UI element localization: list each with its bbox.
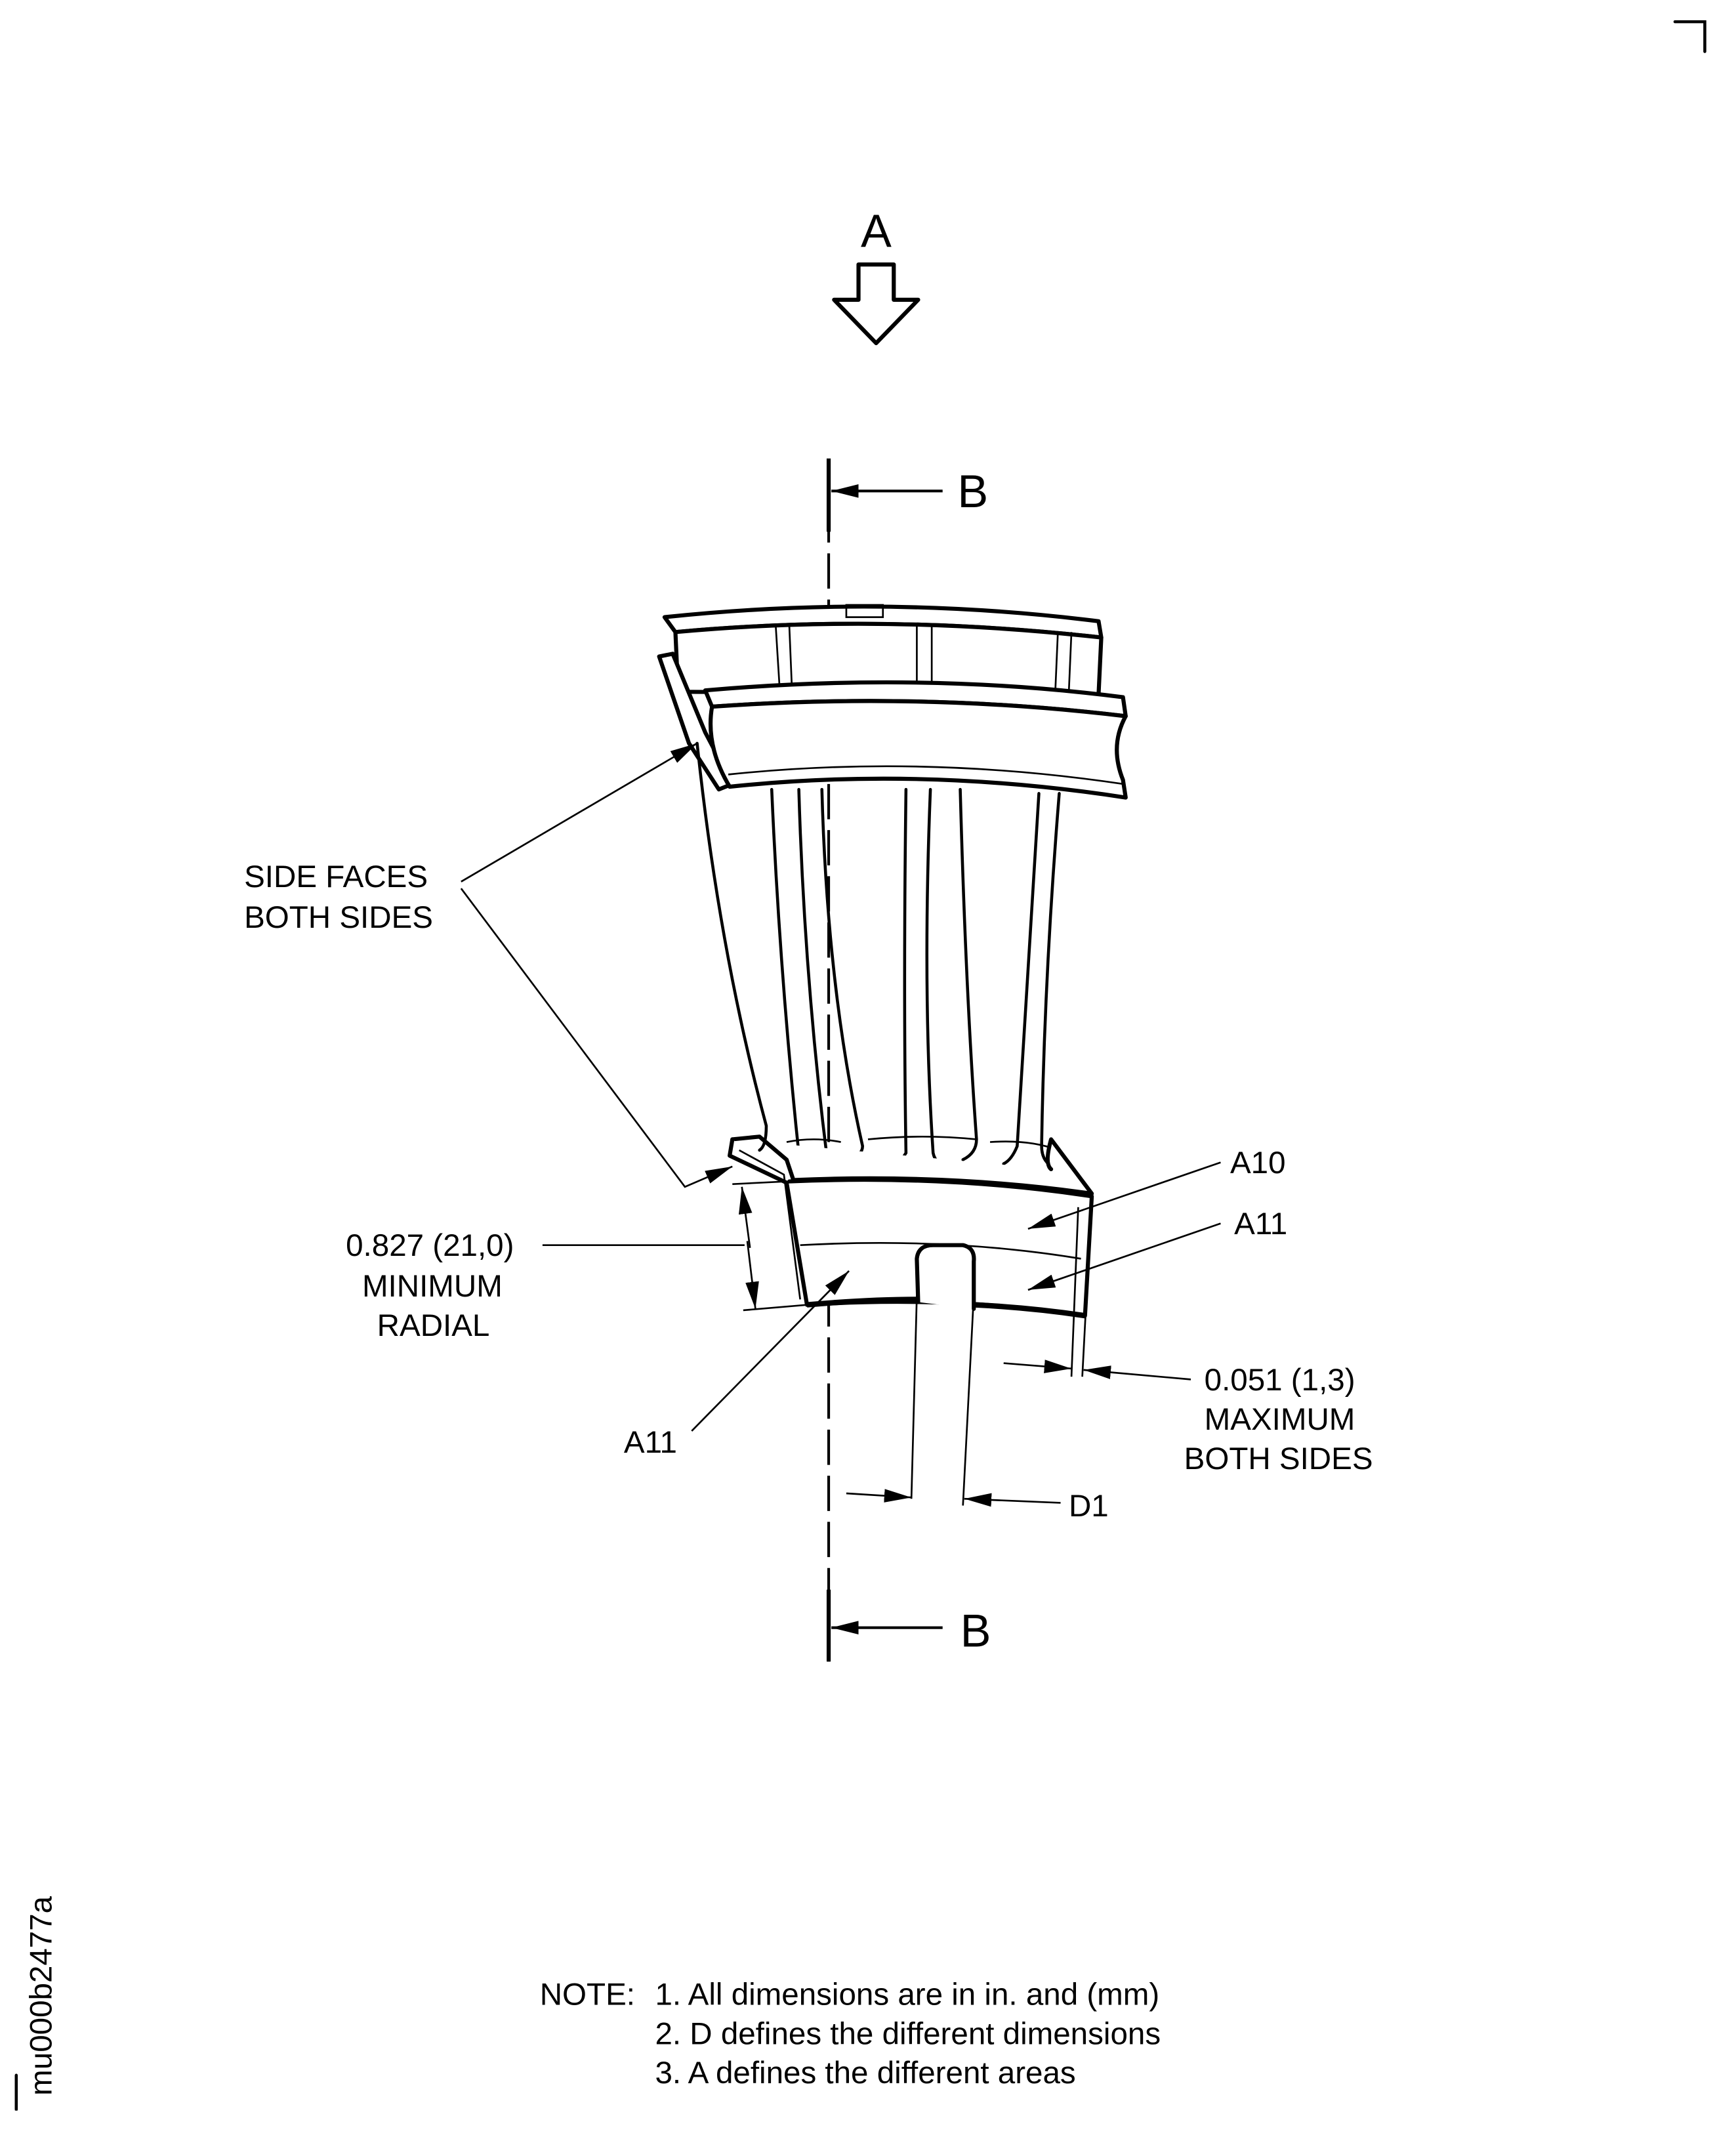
root-stem-edge [962,1295,975,1506]
max-dim-arrow [1083,1365,1191,1381]
shroud-rib [775,626,781,692]
note-prefix: NOTE: [540,1977,635,2012]
radial-dim-line2: MINIMUM [362,1269,503,1304]
side-faces-leader [460,888,733,1188]
side-faces-leader [461,742,698,883]
airfoil-edge [695,741,768,1152]
d1-arrow [964,1493,1061,1507]
radial-dim-arrow [745,1241,759,1310]
airfoil-edge [925,787,954,1169]
max-dim-value: 0.051 (1,3) [1205,1363,1355,1398]
dimension-label-d1: D1 [1069,1489,1109,1524]
shroud-tab [845,604,884,618]
shroud-rib [1054,632,1059,695]
front-shroud [708,699,1128,800]
radial-extension-line [732,1180,787,1186]
shroud-rib [788,627,793,692]
a11-left-leader [691,1270,850,1432]
radial-dim-line3: RADIAL [377,1308,490,1343]
d1-arrow [846,1489,912,1503]
platform-bottom-edge [806,1297,1086,1319]
root-stem-edge [910,1295,918,1499]
shroud-rib [1067,632,1073,695]
max-dim-line3: BOTH SIDES [1184,1442,1373,1476]
section-label-bottom: B [961,1605,991,1657]
front-shroud-edge [728,765,1123,785]
view-arrow-icon [832,262,920,346]
vane-segment [657,604,1128,1506]
corner-mark-top-right [1673,20,1706,53]
section-label-top: B [957,465,988,517]
area-label-a11-right: A11 [1234,1207,1287,1241]
side-faces-label-line1: SIDE FACES [244,860,428,894]
rear-shroud [673,621,1104,697]
radial-extension-line [743,1304,808,1312]
radial-dim-value: 0.827 (21,0) [346,1228,514,1263]
airfoil-edge [959,787,978,1161]
a11-right-leader [1027,1222,1221,1291]
note-2: 2. D defines the different dimensions [655,2016,1161,2051]
figure-id: mu000b2477a [24,1896,59,2096]
area-label-a10: A10 [1230,1146,1286,1180]
side-face-line [1081,1196,1093,1377]
note-1: 1. All dimensions are in in. and (mm) [655,1977,1159,2012]
radial-dim-arrow [738,1186,753,1249]
airfoil-edge [886,787,908,1169]
note-3: 3. A defines the different areas [655,2056,1075,2090]
view-label-a: A [861,205,892,257]
root-stem [915,1243,976,1311]
area-label-a11-left: A11 [624,1425,677,1460]
a10-leader [1027,1161,1221,1230]
airfoil-edge [1040,792,1061,1171]
side-faces-label-line2: BOTH SIDES [244,900,433,935]
airfoil-edge [1002,792,1041,1165]
platform-side-face [738,1149,801,1300]
airfoil-edge [770,787,802,1169]
side-face-line [1070,1207,1079,1377]
max-dim-arrow [1003,1360,1072,1373]
max-dim-line2: MAXIMUM [1205,1402,1355,1437]
